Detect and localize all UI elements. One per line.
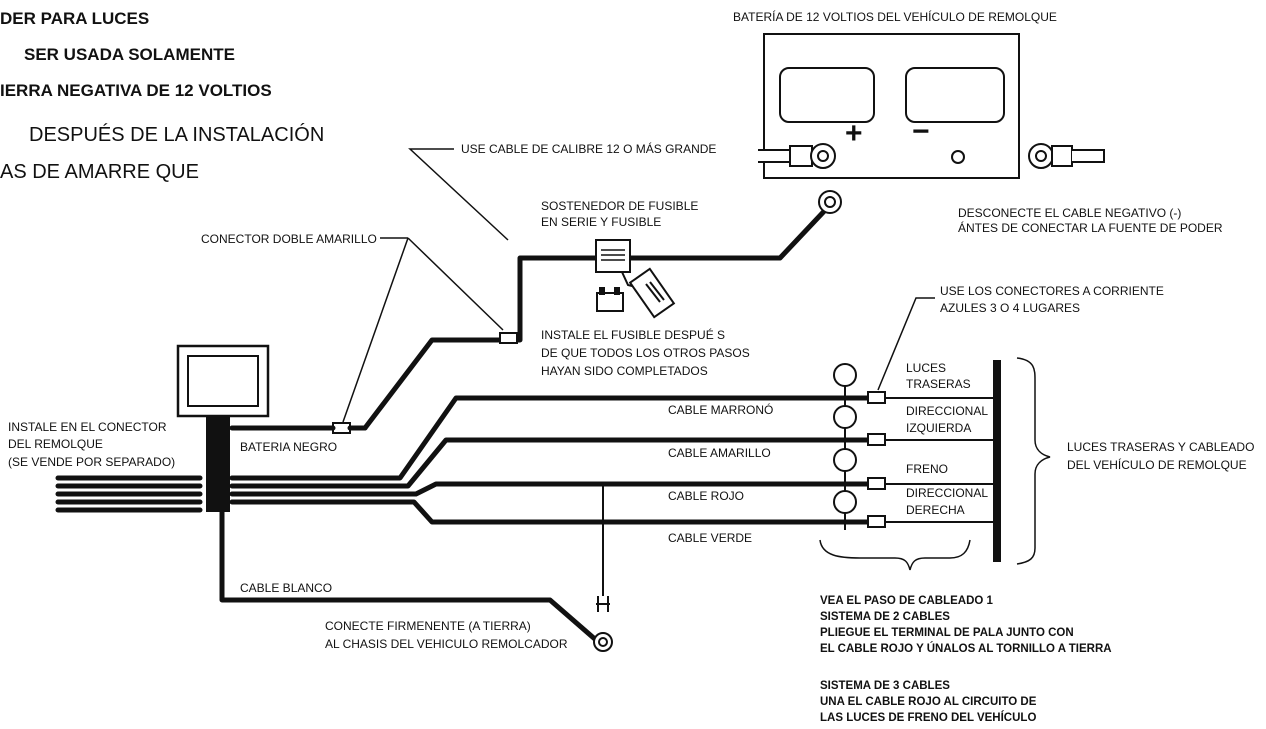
white-cable-label: CABLE BLANCO bbox=[240, 581, 332, 595]
header-title-line-2: SER USADA SOLAMENTE bbox=[24, 45, 235, 64]
battery-title: BATERÍA DE 12 VOLTIOS DEL VEHÍCULO DE RE… bbox=[733, 9, 1057, 24]
butt-connector-lower bbox=[332, 422, 351, 434]
battery: BATERÍA DE 12 VOLTIOS DEL VEHÍCULO DE RE… bbox=[733, 9, 1223, 235]
blue-connector-leader bbox=[877, 297, 935, 391]
positive-terminal-sign: + bbox=[845, 117, 863, 150]
positive-clamp-body bbox=[789, 145, 813, 167]
tail-lamp-tap bbox=[833, 363, 857, 387]
blue-connector-1 bbox=[867, 391, 886, 404]
red-wire bbox=[229, 481, 871, 497]
yellow-wire bbox=[229, 437, 871, 489]
positive-cable-end bbox=[758, 149, 791, 163]
lamp-section bbox=[819, 357, 1051, 571]
yellow-butt-label: CONECTOR DOBLE AMARILLO bbox=[201, 232, 377, 246]
ring-terminal-hole bbox=[824, 196, 836, 208]
red-wire-label: CABLE ROJO bbox=[668, 489, 744, 503]
install-connector-line-3: (SE VENDE POR SEPARADO) bbox=[8, 455, 175, 469]
battery-cell-right bbox=[905, 67, 1005, 123]
disconnect-note-line-2: ÁNTES DE CONECTAR LA FUENTE DE PODER bbox=[958, 220, 1223, 235]
header-note-line-1: DESPUÉS DE LA INSTALACIÓN bbox=[29, 123, 324, 146]
fuse-holder-label-line-1: SOSTENEDOR DE FUSIBLE bbox=[541, 199, 698, 213]
two-wire-note-line-1: VEA EL PASO DE CABLEADO 1 bbox=[820, 595, 994, 607]
brown-wire-label: CABLE MARRONÓ bbox=[668, 402, 773, 417]
left-turn-tap bbox=[833, 405, 857, 429]
green-wire bbox=[229, 499, 871, 525]
disconnect-note-line-1: DESCONECTE EL CABLE NEGATIVO (-) bbox=[958, 206, 1181, 220]
battery-black-label: BATERIA NEGRO bbox=[240, 440, 337, 454]
header-note-line-2: AS DE AMARRE QUE bbox=[0, 161, 199, 183]
two-wire-note-line-2: SISTEMA DE 2 CABLES bbox=[820, 611, 950, 623]
negative-terminal-sign: − bbox=[912, 115, 930, 148]
harness bbox=[55, 395, 871, 652]
brown-wire bbox=[229, 395, 871, 481]
ground-label-line-1: CONECTE FIRMENENTE (A TIERRA) bbox=[325, 619, 531, 633]
connector-face bbox=[187, 355, 259, 407]
left-turn-label-line-1: DIRECCIONAL bbox=[906, 404, 988, 418]
trailer-frame-bar bbox=[993, 360, 1001, 562]
right-turn-label-line-2: DERECHA bbox=[906, 503, 965, 517]
labels: USE CABLE DE CALIBRE 12 O MÁS GRANDE SOS… bbox=[8, 141, 1254, 724]
connector-cable-bundle bbox=[206, 416, 230, 512]
fuse-install-line-3: HAYAN SIDO COMPLETADOS bbox=[541, 364, 708, 378]
brake-tap bbox=[833, 448, 857, 472]
blue-connectors-line-2: AZULES 3 O 4 LUGARES bbox=[940, 301, 1080, 315]
two-wire-note-line-3: PLIEGUE EL TERMINAL DE PALA JUNTO CON bbox=[820, 627, 1074, 639]
blue-connector-3 bbox=[867, 477, 886, 490]
battery-cell-left bbox=[779, 67, 875, 123]
green-wire-label: CABLE VERDE bbox=[668, 531, 752, 545]
two-wire-note-line-4: EL CABLE ROJO Y ÚNALOS AL TORNILLO A TIE… bbox=[820, 642, 1112, 655]
fuse-install-line-1: INSTALE EL FUSIBLE DESPUÉ S bbox=[541, 327, 725, 342]
fuse bbox=[596, 292, 624, 312]
header: DER PARA LUCES SER USADA SOLAMENTE IERRA… bbox=[0, 9, 324, 183]
blue-connector-4 bbox=[867, 515, 886, 528]
tail-lamp-label-line-2: TRASERAS bbox=[906, 377, 971, 391]
three-wire-note-line-1: SISTEMA DE 3 CABLES bbox=[820, 680, 950, 692]
trailer-lights-line-1: LUCES TRASERAS Y CABLEADO bbox=[1067, 440, 1254, 454]
yellow-butt-leader-upper bbox=[407, 237, 504, 331]
fuse-to-battery-wire bbox=[625, 202, 833, 261]
yellow-wire-label: CABLE AMARILLO bbox=[668, 446, 771, 460]
negative-cable-end bbox=[1072, 149, 1105, 163]
blue-connectors-line-1: USE LOS CONECTORES A CORRIENTE bbox=[940, 284, 1164, 298]
notes-brace bbox=[819, 539, 971, 571]
trailer-lights-line-2: DEL VEHÍCULO DE REMOLQUE bbox=[1067, 457, 1247, 472]
power-circuit bbox=[229, 190, 842, 434]
leader-lines bbox=[342, 148, 935, 423]
fuse-holder-label-line-2: EN SERIE Y FUSIBLE bbox=[541, 215, 661, 229]
butt-connector-upper bbox=[499, 332, 518, 344]
tail-lamp-label-line-1: LUCES bbox=[906, 361, 946, 375]
header-title-line-1: DER PARA LUCES bbox=[0, 9, 149, 28]
yellow-butt-leader-lower bbox=[342, 237, 409, 423]
right-turn-tap bbox=[833, 490, 857, 514]
white-wire bbox=[219, 509, 599, 643]
negative-clamp-bolt bbox=[1035, 150, 1047, 162]
blue-connector-2 bbox=[867, 433, 886, 446]
negative-terminal-post bbox=[951, 150, 965, 164]
cable-gauge-label: USE CABLE DE CALIBRE 12 O MÁS GRANDE bbox=[461, 141, 716, 156]
spade-terminal bbox=[596, 596, 610, 612]
trailer-connector bbox=[176, 344, 270, 512]
gauge-leader bbox=[408, 148, 509, 241]
positive-clamp-bolt bbox=[817, 150, 829, 162]
fuse-install-line-2: DE QUE TODOS LOS OTROS PASOS bbox=[541, 346, 750, 360]
left-turn-label-line-2: IZQUIERDA bbox=[906, 421, 971, 435]
install-connector-line-2: DEL REMOLQUE bbox=[8, 437, 103, 451]
install-connector-line-1: INSTALE EN EL CONECTOR bbox=[8, 420, 167, 434]
brake-label: FRENO bbox=[906, 462, 948, 476]
trailer-lights-brace bbox=[1016, 357, 1051, 565]
header-title-line-3: IERRA NEGATIVA DE 12 VOLTIOS bbox=[0, 81, 272, 100]
three-wire-note-line-2: UNA EL CABLE ROJO AL CIRCUITO DE bbox=[820, 696, 1037, 708]
fuse-holder bbox=[595, 239, 631, 273]
three-wire-note-line-3: LAS LUCES DE FRENO DEL VEHÍCULO bbox=[820, 711, 1036, 724]
battery-power-wire bbox=[362, 255, 603, 431]
negative-clamp-body bbox=[1051, 145, 1073, 167]
ground-label-line-2: AL CHASIS DEL VEHICULO REMOLCADOR bbox=[325, 637, 568, 651]
right-turn-label-line-1: DIRECCIONAL bbox=[906, 486, 988, 500]
